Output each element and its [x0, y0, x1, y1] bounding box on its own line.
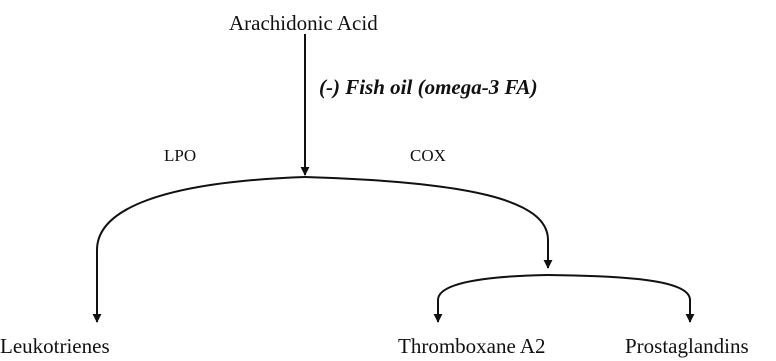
node-leukotrienes: Leukotrienes: [0, 334, 110, 358]
node-thromboxane-a2: Thromboxane A2: [398, 334, 546, 358]
edge-label-lpo: LPO: [164, 146, 197, 165]
thromboxane-arrow: [433, 274, 549, 323]
lpo-arrow: [92, 176, 306, 323]
edge-label-cox: COX: [410, 146, 446, 165]
prostaglandins-arrow: [547, 274, 695, 323]
cox-arrow: [304, 176, 553, 269]
node-prostaglandins: Prostaglandins: [625, 334, 749, 358]
node-arachidonic-acid: Arachidonic Acid: [229, 11, 378, 35]
inhibitor-label: (-) Fish oil (omega-3 FA): [319, 75, 538, 99]
